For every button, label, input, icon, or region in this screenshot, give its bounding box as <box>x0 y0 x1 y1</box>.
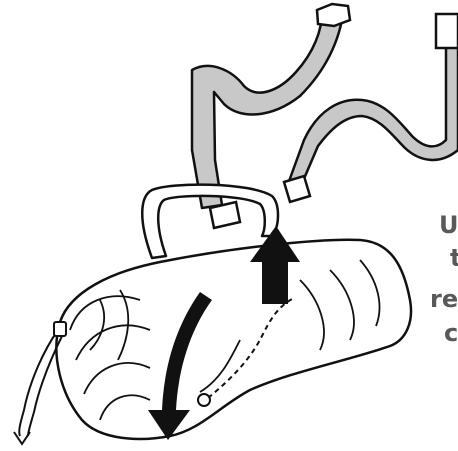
caption-line-3: re <box>430 285 458 313</box>
strap-left-clip <box>210 202 240 228</box>
bag-body <box>56 240 411 439</box>
strap-left-band <box>192 8 344 208</box>
caption-line-4: c <box>444 319 458 347</box>
cord-stopper <box>54 322 66 336</box>
strap-right <box>284 14 458 202</box>
strap-right-clip <box>284 176 310 202</box>
caption-line-2: t <box>450 244 458 272</box>
strap-right-buckle <box>436 14 458 48</box>
zipper-pull <box>198 394 210 406</box>
caption-line-1: U <box>439 211 458 239</box>
strap-left-buckle <box>317 4 350 26</box>
